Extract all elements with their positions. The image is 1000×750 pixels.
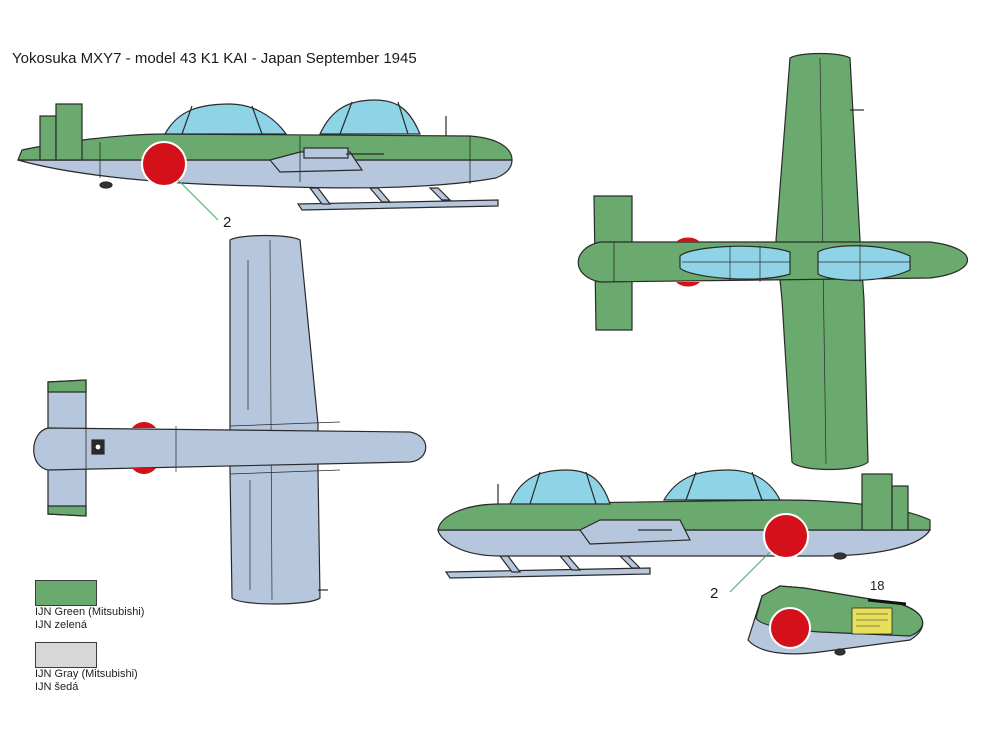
landing-skid: [296, 187, 499, 211]
canopy: [509, 469, 611, 505]
hinomaru-roundel: [141, 141, 187, 187]
canopy: [679, 245, 791, 280]
fuselage-belly: [17, 159, 513, 189]
tail-fin: [891, 485, 909, 531]
canopy: [163, 103, 288, 135]
legend-item-gray: IJN Gray (Mitsubishi) IJN šedá: [35, 642, 138, 694]
tail-fin: [39, 115, 57, 161]
tail-fin: [861, 473, 893, 531]
underside-view: [33, 234, 427, 605]
side-view-left: [17, 99, 513, 221]
legend-label-cs: IJN zelená: [35, 619, 87, 631]
canopy: [662, 469, 781, 501]
tail-fin: [55, 103, 83, 161]
callout-aircraft-number: 18: [870, 578, 885, 593]
landing-skid: [444, 555, 651, 579]
fuselage-upper: [17, 133, 513, 161]
legend-label-cs: IJN šedá: [35, 681, 79, 693]
side-view-right: [437, 469, 932, 593]
main-wing: [229, 234, 321, 605]
top-view: [577, 52, 969, 471]
hinomaru-roundel: [769, 607, 811, 649]
legend-swatch: [35, 580, 97, 606]
legend-label: IJN Gray (Mitsubishi): [35, 668, 138, 680]
callout-marking-2: 2: [710, 585, 719, 602]
canopy: [817, 245, 911, 281]
detail-view: [747, 585, 924, 656]
callout-marking-2: 2: [223, 214, 232, 231]
legend-label: IJN Green (Mitsubishi): [35, 606, 145, 618]
page-title: Yokosuka MXY7 - model 43 K1 KAI - Japan …: [12, 50, 417, 67]
canopy: [319, 99, 421, 135]
fuselage: [33, 427, 427, 471]
legend-item-green: IJN Green (Mitsubishi) IJN zelená: [35, 580, 144, 632]
hinomaru-roundel: [763, 513, 809, 559]
wing-root: [579, 519, 691, 545]
legend-swatch: [35, 642, 97, 668]
fuselage-upper: [437, 499, 931, 531]
